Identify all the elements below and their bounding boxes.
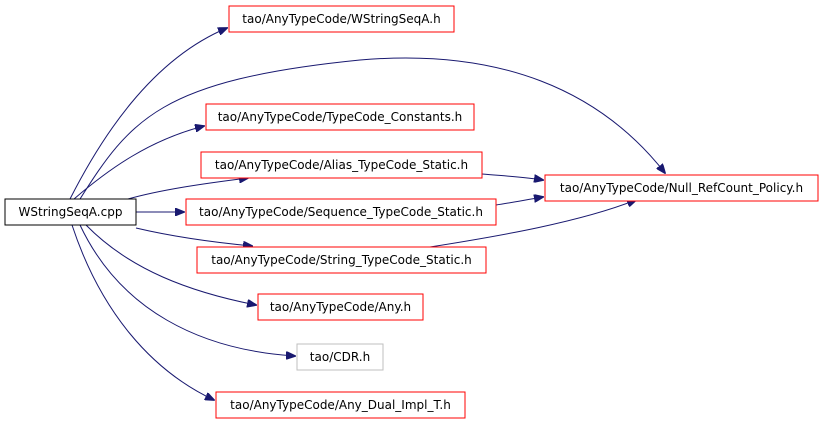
node-any_h[interactable]: tao/AnyTypeCode/Any.h [257,293,424,321]
edge-root-to-wstringseqa_h [69,28,227,200]
node-label: tao/AnyTypeCode/WStringSeqA.h [242,12,440,26]
node-label: tao/AnyTypeCode/Null_RefCount_Policy.h [560,181,803,195]
node-label: WStringSeqA.cpp [19,205,123,219]
node-wstringseqa_h[interactable]: tao/AnyTypeCode/WStringSeqA.h [228,5,455,33]
node-label: tao/AnyTypeCode/Alias_TypeCode_Static.h [215,158,468,172]
node-box [544,174,819,202]
edge-root-to-any_h [85,224,256,305]
node-sequence_typecode_static_h[interactable]: tao/AnyTypeCode/Sequence_TypeCode_Static… [185,198,497,226]
edge-sequence_typecode_static_h-to-null_refcount_policy_h [495,197,543,206]
node-null_refcount_policy_h[interactable]: tao/AnyTypeCode/Null_RefCount_Policy.h [544,174,819,202]
node-label: tao/AnyTypeCode/Any.h [270,300,411,314]
node-box [185,198,497,226]
node-box [196,246,487,274]
node-label: tao/AnyTypeCode/Sequence_TypeCode_Static… [199,205,483,219]
node-cdr_h: tao/CDR.h [296,343,384,371]
edge-root-to-typecode_constants_h [73,126,204,200]
edge-layer [69,28,665,400]
edge-root-to-string_typecode_static_h [135,227,252,246]
node-box [215,391,466,419]
node-layer: WStringSeqA.cpp tao/AnyTypeCode/WStringSe… [4,5,819,419]
edge-root-to-null_refcount_policy_h [79,57,665,200]
edge-root-to-cdr_h [79,224,295,356]
edge-root-to-any_dual_impl_t_h [71,224,214,400]
node-label: tao/AnyTypeCode/Any_Dual_Impl_T.h [230,398,451,412]
node-typecode_constants_h[interactable]: tao/AnyTypeCode/TypeCode_Constants.h [205,103,475,131]
node-any_dual_impl_t_h[interactable]: tao/AnyTypeCode/Any_Dual_Impl_T.h [215,391,466,419]
node-box [257,293,424,321]
node-root[interactable]: WStringSeqA.cpp [4,198,137,226]
node-box [4,198,137,226]
edge-string_typecode_static_h-to-null_refcount_policy_h [429,200,636,248]
node-label: tao/AnyTypeCode/TypeCode_Constants.h [218,110,463,124]
node-box [200,151,483,179]
node-string_typecode_static_h[interactable]: tao/AnyTypeCode/String_TypeCode_Static.h [196,246,487,274]
node-box [228,5,455,33]
edge-root-to-alias_typecode_static_h [127,178,248,200]
edge-alias_typecode_static_h-to-null_refcount_policy_h [481,173,543,180]
node-box [205,103,475,131]
node-label: tao/CDR.h [310,350,370,364]
node-box [296,343,384,371]
node-label: tao/AnyTypeCode/String_TypeCode_Static.h [211,253,472,267]
node-alias_typecode_static_h[interactable]: tao/AnyTypeCode/Alias_TypeCode_Static.h [200,151,483,179]
